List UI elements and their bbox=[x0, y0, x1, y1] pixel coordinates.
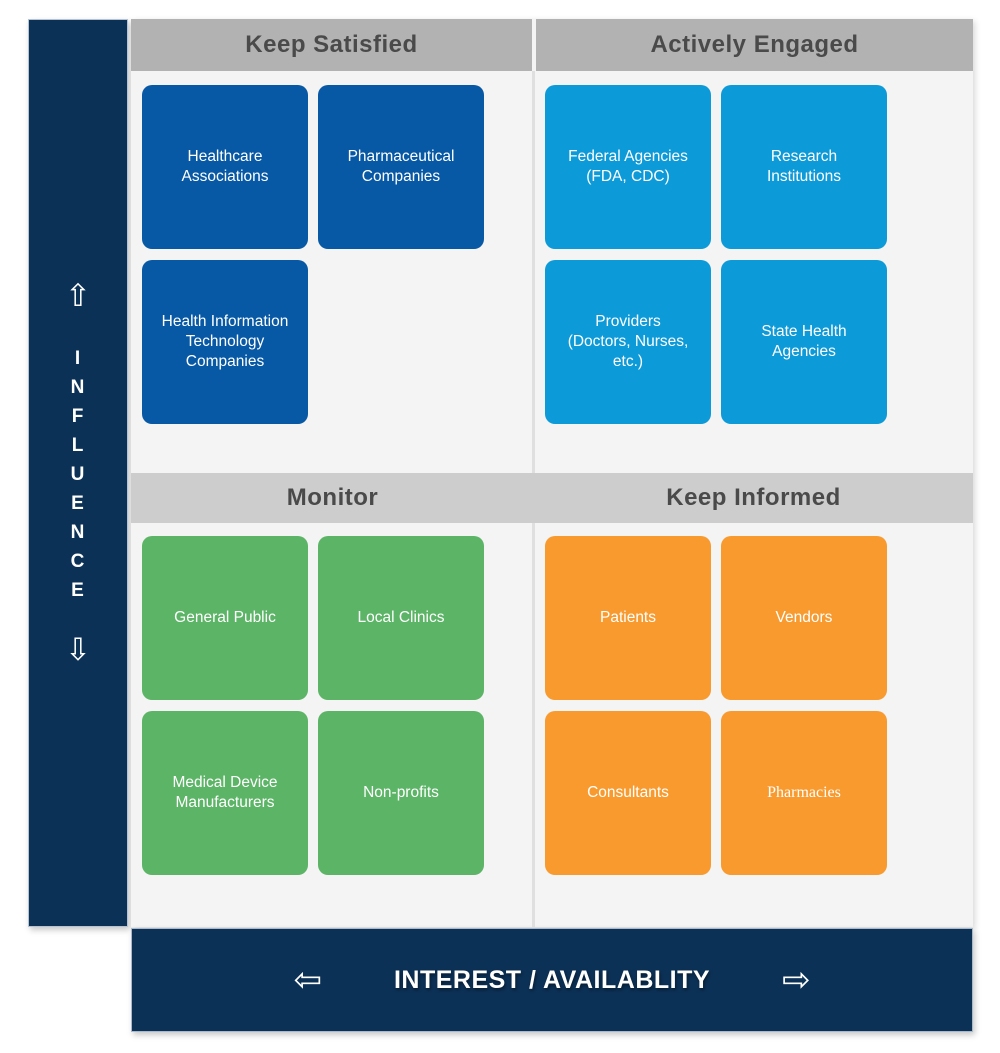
interest-axis-label: INTEREST / AVAILABLITY bbox=[393, 965, 711, 994]
arrow-down-icon: ⇩ bbox=[65, 631, 91, 668]
influence-letter: C bbox=[70, 550, 86, 572]
top-quadrant-headers: Keep Satisfied Actively Engaged bbox=[131, 19, 973, 71]
matrix-grid: Keep Satisfied Actively Engaged Healthca… bbox=[131, 19, 973, 927]
arrow-up-icon: ⇧ bbox=[65, 277, 91, 314]
influence-axis-label: I N F L U E N C E bbox=[71, 344, 86, 605]
influence-letter: E bbox=[71, 492, 85, 514]
influence-letter: N bbox=[70, 376, 86, 398]
quadrant-header-actively-engaged: Actively Engaged bbox=[536, 19, 973, 71]
stakeholder-card-pharmaceutical-companies: Pharmaceutical Companies bbox=[318, 85, 484, 249]
influence-letter: L bbox=[71, 434, 85, 456]
stakeholder-card-research-institutions: Research Institutions bbox=[721, 85, 887, 249]
quadrant-actively-engaged: Federal Agencies (FDA, CDC) Research Ins… bbox=[536, 71, 973, 473]
interest-axis-bar: ⇦ INTEREST / AVAILABLITY ⇨ bbox=[131, 928, 973, 1032]
stakeholder-card-federal-agencies: Federal Agencies (FDA, CDC) bbox=[545, 85, 711, 249]
quadrant-header-keep-informed: Keep Informed bbox=[666, 484, 841, 511]
stakeholder-card-local-clinics: Local Clinics bbox=[318, 536, 484, 700]
stakeholder-card-medical-device-manufacturers: Medical Device Manufacturers bbox=[142, 711, 308, 875]
influence-axis-bar: ⇧ I N F L U E N C E ⇩ bbox=[28, 19, 128, 927]
stakeholder-card-pharmacies: Pharmacies bbox=[721, 711, 887, 875]
bottom-quadrant-headers: Monitor Keep Informed bbox=[131, 473, 973, 523]
stakeholder-card-consultants: Consultants bbox=[545, 711, 711, 875]
top-quadrants: Healthcare Associations Pharmaceutical C… bbox=[131, 71, 973, 473]
stakeholder-card-providers: Providers (Doctors, Nurses, etc.) bbox=[545, 260, 711, 424]
influence-letter: F bbox=[71, 405, 85, 427]
quadrant-keep-satisfied: Healthcare Associations Pharmaceutical C… bbox=[131, 71, 536, 473]
quadrant-header-keep-satisfied: Keep Satisfied bbox=[131, 19, 532, 71]
influence-letter: E bbox=[71, 579, 85, 601]
influence-letter: I bbox=[74, 347, 82, 369]
arrow-right-icon: ⇨ bbox=[782, 960, 811, 1000]
stakeholder-card-patients: Patients bbox=[545, 536, 711, 700]
stakeholder-card-non-profits: Non-profits bbox=[318, 711, 484, 875]
stakeholder-card-vendors: Vendors bbox=[721, 536, 887, 700]
arrow-left-icon: ⇦ bbox=[293, 960, 322, 1000]
influence-letter: N bbox=[70, 521, 86, 543]
stakeholder-card-general-public: General Public bbox=[142, 536, 308, 700]
quadrant-keep-informed: Patients Vendors Consultants Pharmacies bbox=[536, 523, 973, 927]
stakeholder-card-healthcare-associations: Healthcare Associations bbox=[142, 85, 308, 249]
stakeholder-card-state-health-agencies: State Health Agencies bbox=[721, 260, 887, 424]
influence-letter: U bbox=[70, 463, 86, 485]
bottom-quadrants: General Public Local Clinics Medical Dev… bbox=[131, 523, 973, 927]
quadrant-monitor: General Public Local Clinics Medical Dev… bbox=[131, 523, 536, 927]
stakeholder-card-health-it-companies: Health Information Technology Companies bbox=[142, 260, 308, 424]
quadrant-header-monitor: Monitor bbox=[286, 484, 379, 511]
